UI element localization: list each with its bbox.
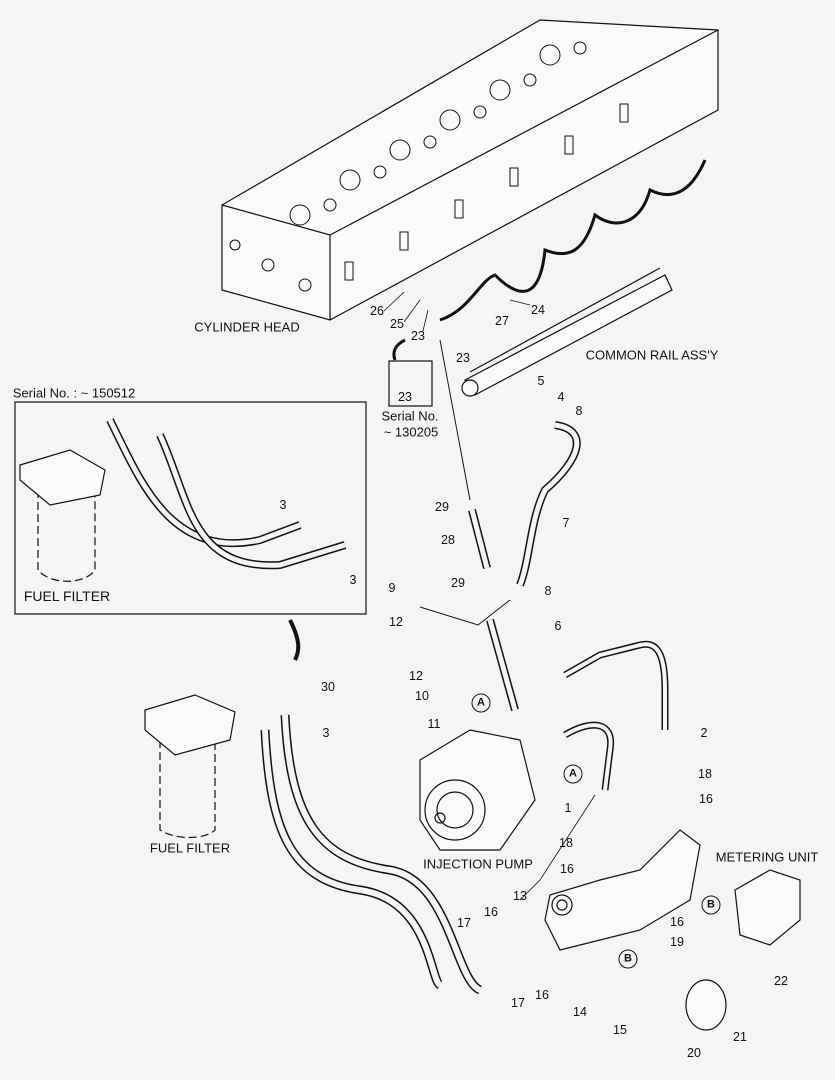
inset-fuel-filter-label: FUEL FILTER [23, 588, 111, 604]
pipe-2 [563, 640, 669, 730]
callout-part-number: 14 [573, 1005, 587, 1019]
injection-pump [419, 729, 536, 851]
callout-part-number: 16 [560, 862, 574, 876]
callout-part-number: 22 [774, 974, 788, 988]
callout-part-number: 17 [511, 996, 525, 1010]
callout-part-number: 18 [698, 767, 712, 781]
callout-part-number: 16 [484, 905, 498, 919]
fuel-filter-label: FUEL FILTER [149, 840, 231, 856]
injection-pipe-24 [439, 159, 707, 322]
callout-part-number: 8 [544, 584, 552, 598]
callout-part-number: 10 [415, 689, 429, 703]
callout-part-number: 3 [322, 726, 330, 740]
callout-part-number: 30 [321, 680, 335, 694]
injection-pump-label: INJECTION PUMP [423, 856, 533, 872]
callout-part-number: 28 [441, 533, 455, 547]
metering-bracket [544, 829, 701, 951]
callout-part-number: 15 [613, 1023, 627, 1037]
callout-part-number: 12 [389, 615, 403, 629]
common-rail-label: COMMON RAIL ASS'Y [585, 347, 719, 363]
callout-part-number: 3 [349, 573, 357, 587]
callout-part-number: 23 [398, 390, 412, 404]
callout-part-number: 17 [457, 916, 471, 930]
callout-part-number: 26 [370, 304, 384, 318]
serial-23-label: Serial No. [381, 408, 439, 424]
serial-inset-label: Serial No. : ~ 150512 [12, 385, 136, 401]
reference-marker: A [471, 693, 491, 713]
callout-part-number: 27 [495, 314, 509, 328]
metering-unit [685, 869, 801, 1031]
leader-lines [383, 291, 596, 901]
callout-part-number: 3 [279, 498, 287, 512]
cylinder-head-label: CYLINDER HEAD [194, 319, 300, 335]
callout-part-number: 9 [388, 581, 396, 595]
fuel-filter [144, 694, 483, 995]
metering-unit-label: METERING UNIT [715, 849, 819, 865]
serial-23-box [388, 360, 433, 407]
callout-part-number: 19 [670, 935, 684, 949]
reference-marker: B [701, 895, 721, 915]
serial-inset-box [14, 401, 367, 615]
callout-part-number: 29 [451, 576, 465, 590]
callout-part-number: 21 [733, 1030, 747, 1044]
callout-part-number: 12 [409, 669, 423, 683]
callout-part-number: 1 [564, 801, 572, 815]
callout-part-number: 29 [435, 500, 449, 514]
callout-part-number: 7 [562, 516, 570, 530]
callout-part-number: 11 [427, 717, 441, 731]
callout-part-number: 16 [699, 792, 713, 806]
cylinder-head [221, 19, 719, 321]
reference-marker: A [563, 764, 583, 784]
inset-fuel-filter [19, 418, 347, 582]
callout-part-number: 18 [559, 836, 573, 850]
serial-23-range: ~ 130205 [383, 424, 439, 440]
callout-part-number: 23 [411, 329, 425, 343]
callout-part-number: 13 [513, 889, 527, 903]
callout-part-number: 24 [531, 303, 545, 317]
common-rail [461, 267, 673, 397]
callout-part-number: 16 [535, 988, 549, 1002]
callout-part-number: 8 [575, 404, 583, 418]
callout-part-number: 16 [670, 915, 684, 929]
callout-part-number: 6 [554, 619, 562, 633]
reference-marker: B [618, 949, 638, 969]
callout-part-number: 23 [456, 351, 470, 365]
callout-part-number: 5 [537, 374, 545, 388]
callout-part-number: 20 [687, 1046, 701, 1060]
callout-part-number: 4 [557, 390, 565, 404]
callout-part-number: 2 [700, 726, 708, 740]
callout-part-number: 25 [390, 317, 404, 331]
